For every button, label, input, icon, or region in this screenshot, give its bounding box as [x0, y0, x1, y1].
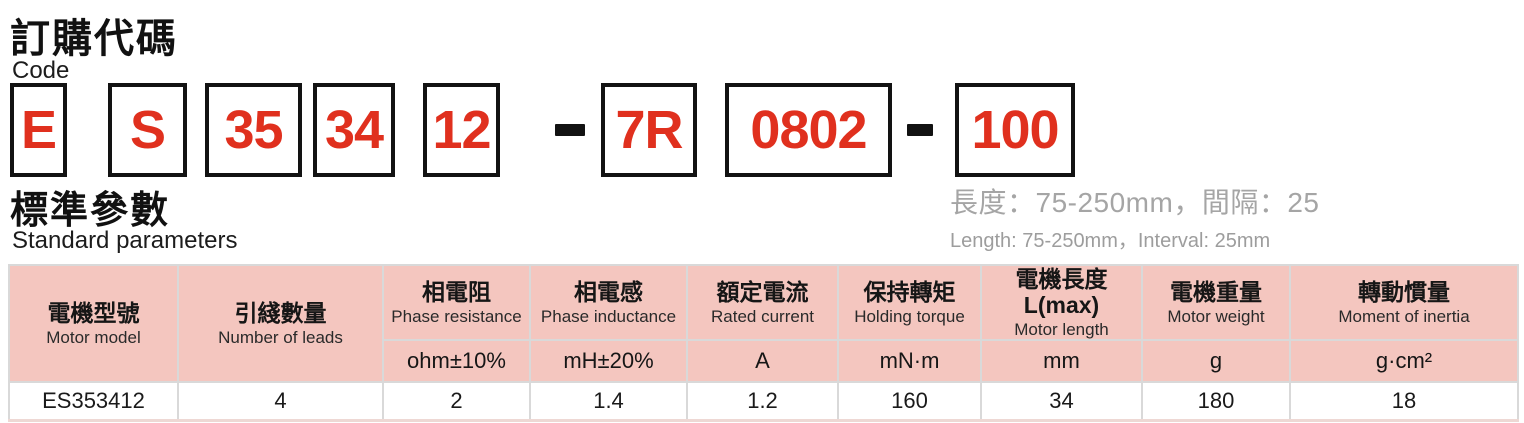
data-cell: 4 — [177, 381, 384, 422]
code-box-35: 35 — [205, 83, 302, 177]
code-box-12: 12 — [423, 83, 500, 177]
unit-cell: g — [1141, 339, 1291, 384]
unit-cell: mH±20% — [529, 339, 688, 384]
column-header-zh: 轉動慣量 — [1358, 279, 1450, 306]
column-header-en: Holding torque — [854, 306, 965, 326]
code-box-e: E — [10, 83, 67, 177]
column-header-en: Moment of inertia — [1338, 306, 1470, 326]
motor-model-cell: ES353412 — [8, 381, 179, 422]
column-header-zh: 相電感 — [574, 279, 643, 306]
column-header-en: Phase inductance — [540, 306, 677, 326]
length-interval-note-zh: 長度：75-250mm，間隔：25 — [950, 187, 1320, 218]
order-code-title-zh: 訂購代碼 — [10, 17, 178, 61]
data-cell: 1.2 — [686, 381, 839, 422]
column-header-en: Rated current — [711, 306, 814, 326]
code-box-7r: 7R — [601, 83, 697, 177]
unit-cell: mm — [980, 339, 1143, 384]
code-box-0802: 0802 — [725, 83, 892, 177]
column-header-en: Motor weight — [1167, 306, 1265, 326]
unit-cell: mN·m — [837, 339, 982, 384]
length-interval-note-en: Length: 75-250mm，Interval: 25mm — [950, 230, 1271, 252]
column-header-en: Motor model — [46, 327, 141, 347]
column-header-zh: 相電阻 — [422, 279, 491, 306]
column-header-zh: 額定電流 — [716, 279, 809, 306]
standard-parameters-title-en: Standard parameters — [12, 227, 238, 254]
data-cell: 2 — [382, 381, 531, 422]
unit-cell: g·cm² — [1289, 339, 1519, 384]
column-header-zh: 保持轉矩 — [863, 279, 956, 306]
data-cell: 1.4 — [529, 381, 688, 422]
column-header-en: Motor length — [1014, 319, 1109, 339]
order-code-title-en: Code — [12, 57, 70, 84]
column-header-zh: 電機型號 — [47, 300, 140, 327]
column-header-en: Number of leads — [218, 327, 343, 347]
unit-cell: A — [686, 339, 839, 384]
data-cell: 180 — [1141, 381, 1291, 422]
code-box-34: 34 — [313, 83, 395, 177]
column-header-zh: 引綫數量 — [234, 300, 327, 327]
data-cell: 18 — [1289, 381, 1519, 422]
column-header-zh: 電機重量 — [1170, 279, 1262, 306]
code-dash-separator — [555, 124, 585, 136]
code-box-s: S — [108, 83, 187, 177]
column-header-en: Phase resistance — [391, 306, 522, 326]
length-interval-note: 長度：75-250mm，間隔：25 Length: 75-250mm，Inter… — [950, 181, 1319, 253]
data-cell: 160 — [837, 381, 982, 422]
standard-parameters-title-zh: 標準參數 — [10, 190, 171, 232]
data-cell: 34 — [980, 381, 1143, 422]
unit-cell: ohm±10% — [382, 339, 531, 384]
column-header: 電機長度L(max)Motor length — [980, 263, 1143, 342]
column-header-zh: 電機長度L(max) — [1015, 266, 1108, 319]
code-box-100: 100 — [955, 83, 1075, 177]
code-dash-separator — [907, 124, 933, 136]
